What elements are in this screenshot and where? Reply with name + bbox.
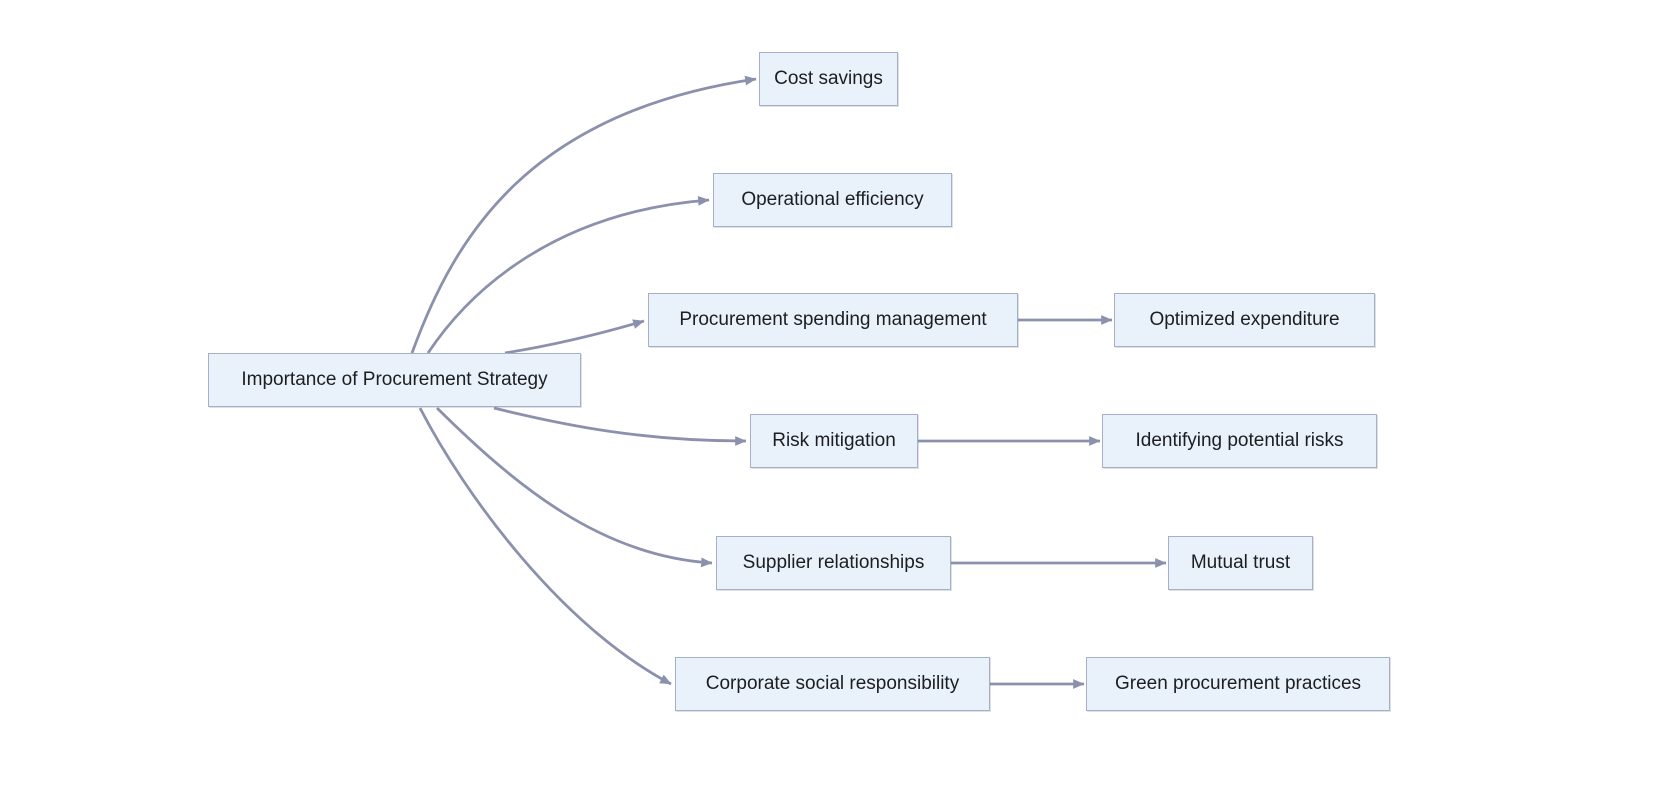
node-risk-mitigation: Risk mitigation	[750, 414, 918, 468]
node-label: Mutual trust	[1190, 552, 1291, 573]
node-label: Corporate social responsibility	[705, 673, 960, 694]
node-label: Procurement spending management	[679, 309, 987, 330]
node-label: Supplier relationships	[742, 552, 925, 573]
node-label: Risk mitigation	[772, 430, 896, 451]
edge-root-to-cost-savings	[410, 75, 757, 354]
node-procurement-spending-management: Procurement spending management	[648, 293, 1018, 347]
node-mutual-trust: Mutual trust	[1168, 536, 1313, 590]
node-identifying-potential-risks: Identifying potential risks	[1102, 414, 1377, 468]
edge-root-to-supplier-relationships	[436, 407, 713, 568]
edge-root-to-operational-efficiency	[426, 195, 710, 354]
node-label: Identifying potential risks	[1135, 430, 1344, 451]
edge-root-to-risk-mitigation	[493, 406, 747, 446]
node-supplier-relationships: Supplier relationships	[716, 536, 951, 590]
edge-root-to-corporate-social-responsibility	[418, 407, 672, 686]
edge-root-to-procurement-spending-management	[504, 319, 645, 355]
node-label: Operational efficiency	[741, 189, 924, 210]
node-corporate-social-responsibility: Corporate social responsibility	[675, 657, 990, 711]
node-cost-savings: Cost savings	[759, 52, 898, 106]
node-label: Green procurement practices	[1114, 673, 1362, 694]
node-label: Importance of Procurement Strategy	[241, 369, 548, 390]
node-operational-efficiency: Operational efficiency	[713, 173, 952, 227]
node-green-procurement-practices: Green procurement practices	[1086, 657, 1390, 711]
node-label: Cost savings	[774, 68, 883, 89]
node-label: Optimized expenditure	[1149, 309, 1340, 330]
node-optimized-expenditure: Optimized expenditure	[1114, 293, 1375, 347]
node-root: Importance of Procurement Strategy	[208, 353, 581, 407]
